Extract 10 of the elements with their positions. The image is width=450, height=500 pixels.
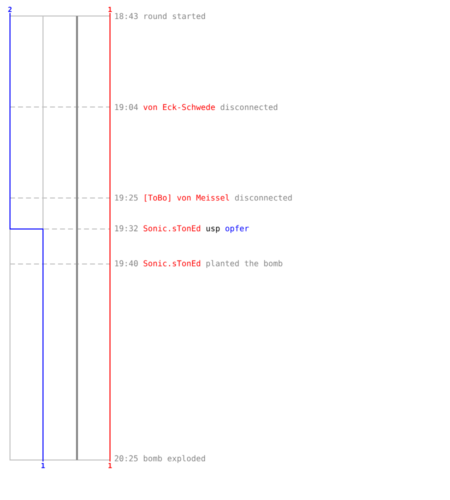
label: usp	[206, 226, 220, 233]
event-entry: 19:25 [ToBo] von Meissel disconnected	[115, 194, 292, 202]
label: Sonic.sTonEd	[144, 225, 200, 232]
event-entry: 19:40 Sonic.sTonEd planted the bomb	[115, 260, 282, 268]
event-entry: 19:04 von Eck-Schwede disconnected	[115, 104, 278, 110]
label: 19:32	[115, 225, 138, 232]
label: opfer	[226, 225, 249, 233]
event-entry: 19:32 Sonic.sTonEd usp opfer	[115, 225, 249, 233]
event-entry: 18:43 round started	[115, 12, 205, 20]
event-entry: 20:25 bomb exploded	[114, 455, 205, 463]
